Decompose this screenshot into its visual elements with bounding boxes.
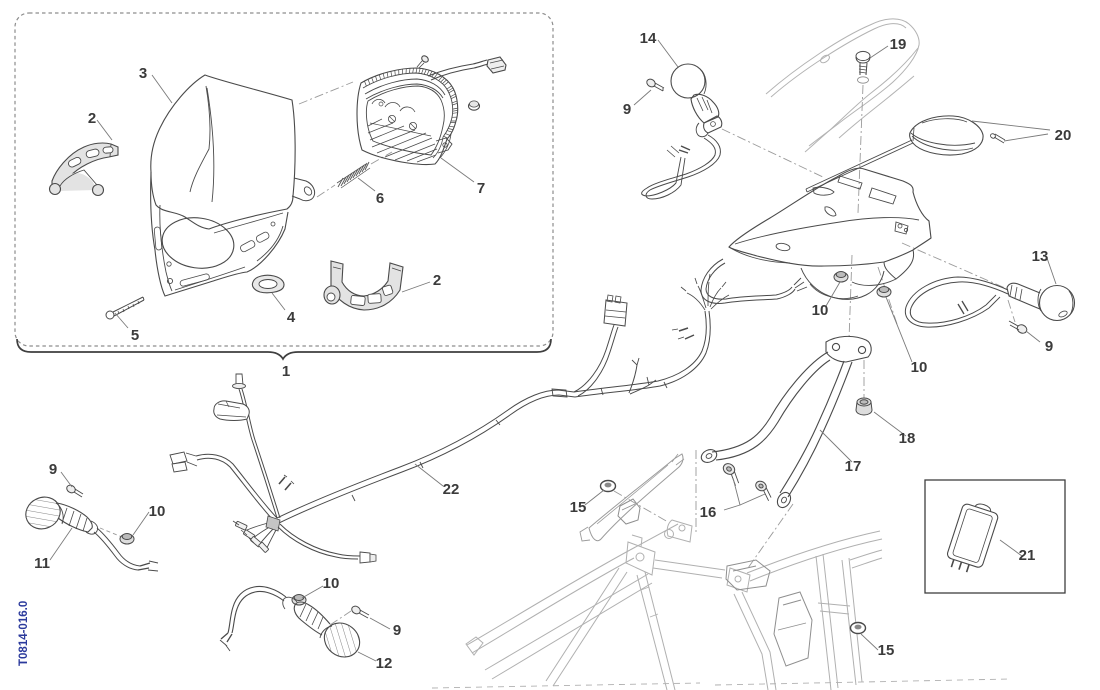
svg-text:T0814-016.0: T0814-016.0	[18, 601, 30, 666]
svg-text:15: 15	[570, 499, 587, 516]
svg-text:10: 10	[149, 503, 166, 520]
svg-text:21: 21	[1019, 547, 1036, 564]
svg-text:5: 5	[131, 327, 139, 344]
svg-text:7: 7	[477, 180, 485, 197]
svg-text:20: 20	[1055, 127, 1072, 144]
svg-text:1: 1	[282, 363, 290, 380]
svg-text:10: 10	[812, 302, 829, 319]
svg-text:2: 2	[88, 110, 96, 127]
svg-text:10: 10	[911, 359, 928, 376]
svg-text:9: 9	[1045, 338, 1053, 355]
svg-text:3: 3	[139, 65, 147, 82]
svg-text:4: 4	[287, 309, 296, 326]
svg-text:16: 16	[700, 504, 717, 521]
svg-text:9: 9	[393, 622, 401, 639]
svg-text:14: 14	[640, 30, 657, 47]
svg-text:2: 2	[433, 272, 441, 289]
svg-text:15: 15	[878, 642, 895, 659]
svg-text:10: 10	[323, 575, 340, 592]
svg-text:17: 17	[845, 458, 862, 475]
svg-text:19: 19	[890, 36, 907, 53]
svg-text:11: 11	[34, 555, 50, 572]
svg-text:12: 12	[376, 655, 393, 672]
svg-text:9: 9	[623, 101, 631, 118]
svg-text:9: 9	[49, 461, 57, 478]
svg-text:22: 22	[443, 481, 460, 498]
svg-text:6: 6	[376, 190, 384, 207]
svg-text:13: 13	[1032, 248, 1049, 265]
svg-text:18: 18	[899, 430, 916, 447]
